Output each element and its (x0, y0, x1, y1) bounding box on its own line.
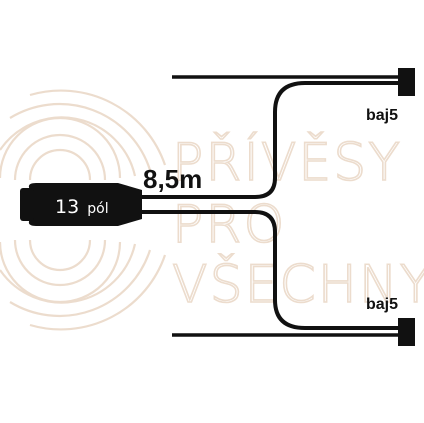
watermark-arc (28, 239, 92, 272)
connector-body (28, 183, 142, 226)
main-cable-upper-line (138, 176, 277, 199)
top-branch-cable (273, 81, 402, 180)
main-cable (138, 176, 277, 234)
connector-pin-count: 13 (55, 196, 79, 218)
watermark-arc (0, 116, 137, 177)
top-terminal-block (398, 68, 415, 96)
bottom-branch-label: baj5 (366, 296, 398, 313)
top-branch-label: baj5 (366, 107, 398, 124)
connector-label: 13 pól (55, 196, 109, 218)
main-cable-lower-line (138, 210, 277, 234)
watermark-arc (29, 254, 167, 331)
cable-length-label: 8,5m (143, 164, 202, 194)
watermark-arc (0, 116, 122, 179)
watermark-arc (0, 243, 137, 304)
watermark-arc (29, 89, 167, 166)
watermark-arc (0, 241, 122, 304)
watermark-arc (28, 148, 92, 181)
watermark-line-2: PRO (172, 195, 286, 255)
watermark-line-1: PŘÍVĚSY (172, 132, 402, 193)
connector-cap (20, 188, 34, 221)
bottom-branch-cable (273, 230, 402, 330)
watermark-arc (13, 239, 107, 287)
watermark-arc (9, 249, 152, 318)
connector-unit: pól (87, 201, 108, 217)
bottom-terminal-block (398, 318, 415, 346)
connector-plug (20, 183, 142, 226)
watermark-logo (0, 89, 167, 331)
watermark-arc (13, 133, 107, 181)
watermark-line-3: VŠECHNY (172, 253, 424, 315)
watermark-arc (9, 102, 152, 171)
